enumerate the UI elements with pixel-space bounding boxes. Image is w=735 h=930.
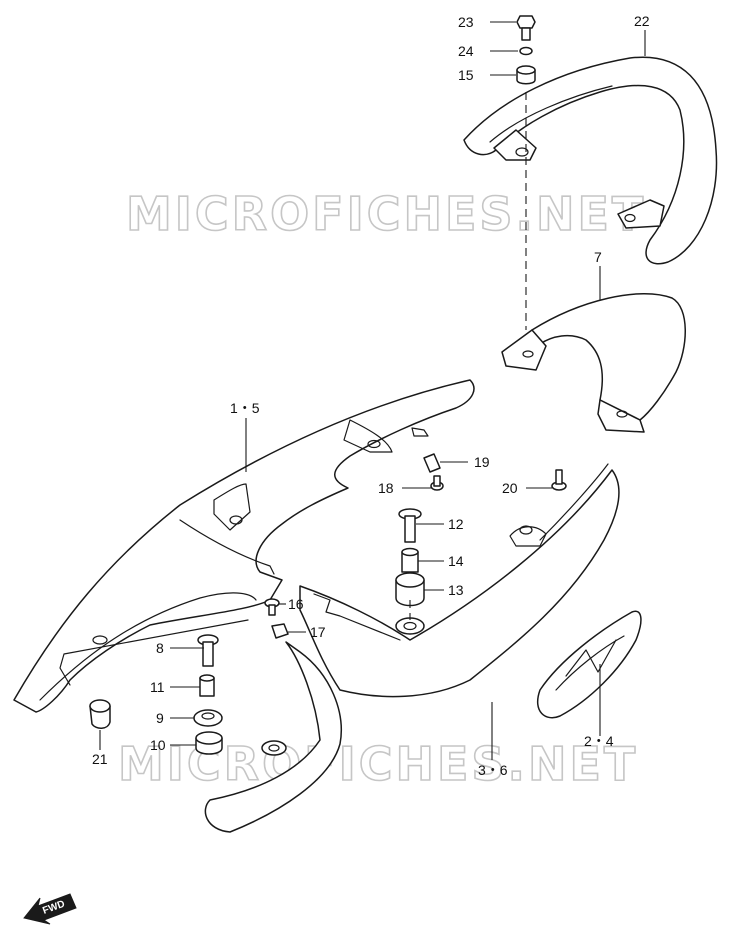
callout-17: 17 bbox=[310, 624, 326, 640]
grab-rail-part-22 bbox=[463, 56, 718, 265]
cushion-part-15 bbox=[516, 65, 536, 85]
bolt-part-8 bbox=[197, 634, 219, 667]
callout-9: 9 bbox=[156, 710, 164, 726]
washer-part-24 bbox=[519, 46, 533, 56]
callout-8: 8 bbox=[156, 640, 164, 656]
callout-20: 20 bbox=[502, 480, 518, 496]
grommet-part-13 bbox=[395, 572, 425, 607]
seat-cowl-part-7 bbox=[501, 292, 686, 433]
leader-lines bbox=[99, 21, 646, 760]
callout-13: 13 bbox=[448, 582, 464, 598]
callout-2-4: 2・4 bbox=[584, 733, 614, 749]
screw-part-20 bbox=[551, 469, 567, 491]
callout-15: 15 bbox=[458, 67, 474, 83]
callout-3-6: 3・6 bbox=[478, 762, 508, 778]
callout-14: 14 bbox=[448, 553, 464, 569]
bolt-part-12 bbox=[398, 508, 422, 543]
callout-19: 19 bbox=[474, 454, 490, 470]
screw-part-18 bbox=[430, 475, 444, 491]
callout-23: 23 bbox=[458, 14, 474, 30]
callout-11: 11 bbox=[150, 679, 165, 695]
fwd-arrow-icon: FWD bbox=[23, 893, 77, 925]
emblem-part-2-4 bbox=[537, 610, 642, 719]
nut-part-17 bbox=[271, 623, 289, 639]
callout-1-5: 1・5 bbox=[230, 400, 260, 416]
side-cover-right-part-3-6 bbox=[204, 463, 620, 833]
side-cover-left-part-1-5 bbox=[13, 379, 475, 713]
clip-part-19 bbox=[423, 453, 441, 473]
callout-22: 22 bbox=[634, 13, 650, 29]
watermark-top: MICROFICHES.NET bbox=[126, 187, 646, 241]
collar-part-11 bbox=[199, 674, 215, 697]
callout-18: 18 bbox=[378, 480, 394, 496]
screw-part-16 bbox=[264, 598, 280, 616]
callout-24: 24 bbox=[458, 43, 474, 59]
bolt-part-23 bbox=[516, 15, 536, 41]
collar-part-14 bbox=[401, 547, 419, 573]
callout-12: 12 bbox=[448, 516, 464, 532]
callout-16: 16 bbox=[288, 596, 304, 612]
cushion-part-21 bbox=[89, 699, 111, 729]
callout-21: 21 bbox=[92, 751, 108, 767]
callout-7: 7 bbox=[594, 249, 602, 265]
grommet-part-10 bbox=[195, 731, 223, 755]
grommet-part-9 bbox=[193, 709, 223, 727]
callout-10: 10 bbox=[150, 737, 166, 753]
